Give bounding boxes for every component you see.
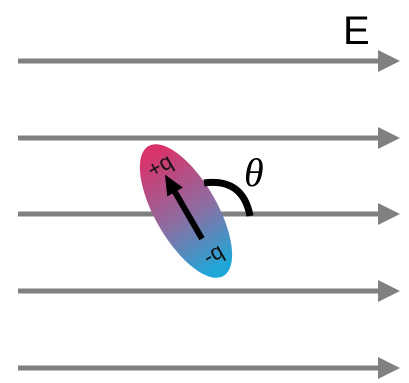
- dipole: +q -q: [139, 144, 233, 278]
- field-label: E: [343, 9, 370, 53]
- dipole-moment-arrow: [165, 174, 205, 241]
- field-line-4: [18, 280, 400, 302]
- field-line-5: [18, 357, 400, 379]
- angle-arc: [203, 178, 254, 217]
- field-line-1: [18, 50, 400, 72]
- field-line-2: [18, 127, 400, 149]
- angle-label: θ: [244, 150, 264, 195]
